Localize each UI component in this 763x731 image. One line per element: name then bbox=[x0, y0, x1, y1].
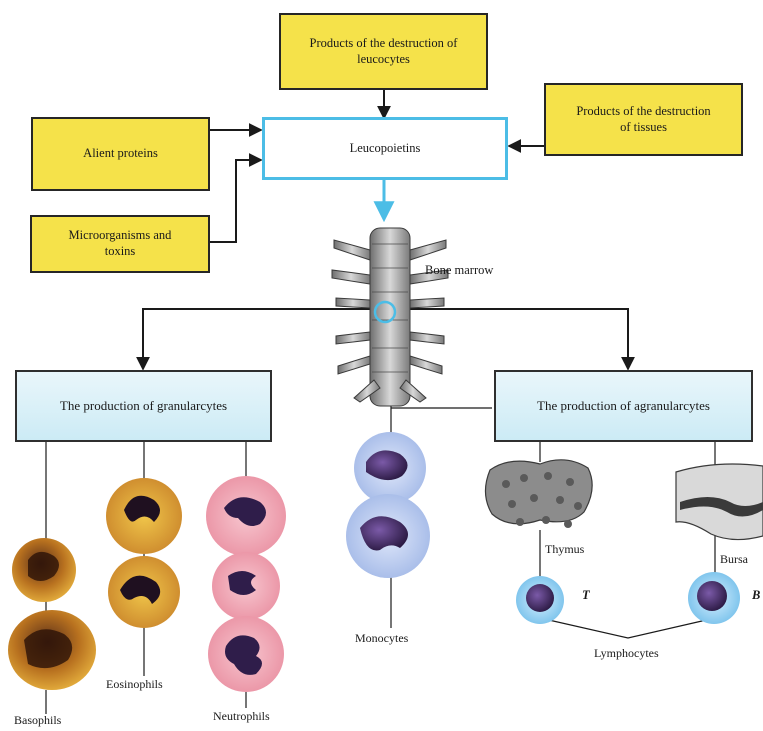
bone-marrow-label: Bone marrow bbox=[425, 263, 494, 277]
lymphocytes-label: Lymphocytes bbox=[594, 646, 659, 660]
source-tissues-label: Products of the destruction of tissues bbox=[576, 103, 711, 134]
source-microorganisms-box: Microorganisms and toxins bbox=[30, 215, 210, 273]
basophils-label: Basophils bbox=[14, 713, 62, 727]
source-leucocytes-label: Products of the destruction of leucocyte… bbox=[309, 35, 458, 66]
arrow-to-agranular bbox=[384, 308, 635, 371]
arrow-microorganisms-to-leucopoietins bbox=[210, 153, 263, 243]
bone-marrow-illustration bbox=[331, 227, 449, 407]
source-proteins-box: Alient proteins bbox=[31, 117, 210, 191]
eosinophils-label: Eosinophils bbox=[106, 677, 163, 691]
monocytes-label: Monocytes bbox=[355, 631, 409, 645]
agranular-production-box: The production of agranularcytes bbox=[494, 370, 753, 442]
source-proteins-label: Alient proteins bbox=[83, 146, 158, 161]
thymus-label: Thymus bbox=[545, 542, 585, 556]
granular-production-label: The production of granularcytes bbox=[59, 397, 228, 413]
b-marker: B bbox=[752, 588, 761, 602]
arrow-to-granular bbox=[136, 308, 384, 371]
neutrophils-label: Neutrophils bbox=[213, 709, 270, 723]
source-microorganisms-label: Microorganisms and toxins bbox=[68, 228, 172, 258]
granular-production-box: The production of granularcytes bbox=[15, 370, 272, 442]
t-marker: T bbox=[582, 588, 590, 602]
bursa-label: Bursa bbox=[720, 552, 748, 566]
agranular-production-label: The production of agranularcytes bbox=[537, 397, 710, 413]
leucopoietins-box: Leucopoietins bbox=[262, 117, 508, 180]
source-tissues-box: Products of the destruction of tissues bbox=[544, 83, 743, 156]
source-leucocytes-box: Products of the destruction of leucocyte… bbox=[279, 13, 488, 90]
leucopoietins-label: Leucopoietins bbox=[349, 140, 421, 155]
